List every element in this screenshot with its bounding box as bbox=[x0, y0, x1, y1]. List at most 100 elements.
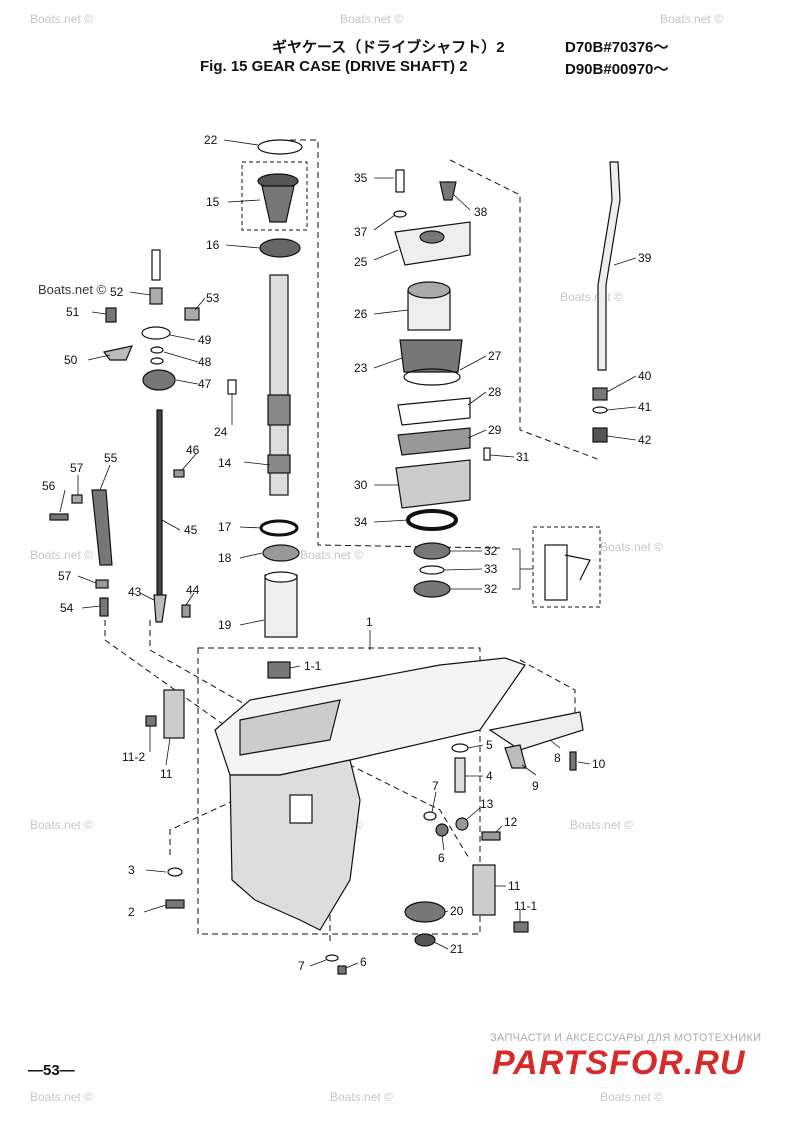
grommet-38 bbox=[439, 181, 457, 201]
callout-label: 26 bbox=[354, 307, 368, 321]
screw-12 bbox=[481, 831, 501, 841]
shift-rod-39 bbox=[597, 161, 621, 371]
shim-22 bbox=[257, 139, 303, 155]
bolt-10 bbox=[569, 751, 577, 771]
oil-seal-17 bbox=[259, 519, 299, 537]
gasket-29 bbox=[397, 427, 471, 456]
callout-label: 51 bbox=[66, 305, 80, 319]
tube-55 bbox=[91, 489, 113, 566]
callout-label: 11-2 bbox=[122, 750, 145, 764]
washer-7a bbox=[423, 811, 437, 821]
callout-label: 28 bbox=[488, 385, 502, 399]
callout-label: 34 bbox=[354, 515, 368, 529]
bevel-gear-teeth bbox=[261, 185, 295, 223]
watermark: Boats.net © bbox=[600, 1090, 663, 1104]
callout-label: 31 bbox=[516, 450, 530, 464]
callout-label: 53 bbox=[206, 291, 220, 305]
group-box-15 bbox=[241, 161, 308, 231]
part-52 bbox=[149, 287, 163, 305]
bushing-1-1 bbox=[267, 661, 291, 679]
callout-label: 24 bbox=[214, 425, 228, 439]
watermark: Boats.net © bbox=[30, 1090, 93, 1104]
callout-label: 8 bbox=[554, 751, 561, 765]
plate-28 bbox=[397, 397, 471, 426]
washer-5 bbox=[451, 743, 469, 753]
callout-label: 35 bbox=[354, 171, 368, 185]
callout-label: 11 bbox=[508, 879, 521, 893]
oil-seal-34 bbox=[406, 509, 458, 531]
callout-label: 1-1 bbox=[304, 659, 322, 673]
callout-label: 47 bbox=[198, 377, 212, 391]
callout-label: 2 bbox=[128, 905, 135, 919]
callout-label: 9 bbox=[532, 779, 539, 793]
anode-11 bbox=[163, 689, 185, 739]
callout-label: 19 bbox=[218, 618, 232, 632]
joint-42 bbox=[592, 427, 608, 443]
watermark: Boats.net © bbox=[38, 282, 107, 297]
callout-label: 22 bbox=[204, 133, 218, 147]
pump-case-30 bbox=[395, 459, 471, 509]
callout-label: 54 bbox=[60, 601, 74, 615]
callout-label: 38 bbox=[474, 205, 488, 219]
callout-label: 25 bbox=[354, 255, 368, 269]
bolt-2 bbox=[165, 899, 185, 909]
shift-rod-45 bbox=[156, 409, 163, 601]
callout-label: 56 bbox=[42, 479, 56, 493]
callout-label: 41 bbox=[638, 400, 652, 414]
plug-6b bbox=[337, 965, 347, 975]
o-ring-48 bbox=[150, 357, 164, 365]
watermark: Boats.net © bbox=[600, 540, 663, 554]
washer-41 bbox=[592, 406, 608, 414]
anode-11b bbox=[472, 864, 496, 916]
brand-logo: PARTSFOR.RU bbox=[492, 1044, 746, 1082]
callout-label: 6 bbox=[438, 851, 445, 865]
bearing-16 bbox=[259, 238, 301, 258]
pin-46 bbox=[173, 469, 185, 478]
callout-label: 16 bbox=[206, 238, 220, 252]
callout-label: 50 bbox=[64, 353, 78, 367]
callout-label: 11 bbox=[160, 767, 173, 781]
callout-label: 33 bbox=[484, 562, 498, 576]
group-box-32 bbox=[532, 526, 601, 608]
bolt-11-1 bbox=[513, 921, 529, 933]
washer-3 bbox=[167, 867, 183, 877]
key-24 bbox=[227, 379, 237, 395]
group-box-1 bbox=[197, 647, 481, 935]
model-range-2: D90B#00970～ bbox=[565, 61, 669, 78]
callout-label: 57 bbox=[58, 569, 72, 583]
washer-7b bbox=[325, 954, 339, 962]
callout-label: 20 bbox=[450, 904, 464, 918]
bolt-11-2 bbox=[145, 715, 157, 727]
callout-label: 57 bbox=[70, 461, 84, 475]
clip-57b bbox=[95, 579, 109, 589]
watermark: Boats.net © bbox=[560, 290, 623, 304]
watermark: Boats.net © bbox=[30, 548, 93, 562]
part-53 bbox=[184, 307, 200, 321]
callout-label: 49 bbox=[198, 333, 212, 347]
model-range-1: D70B#70376～ bbox=[565, 39, 669, 56]
nut-40 bbox=[592, 387, 608, 401]
callout-label: 12 bbox=[504, 815, 518, 829]
plug-6a bbox=[435, 823, 449, 837]
figure-title-japanese: ギヤケース（ドライブシャフト）2 bbox=[272, 39, 505, 56]
callout-label: 7 bbox=[432, 779, 439, 793]
page-number: —53— bbox=[28, 1062, 75, 1079]
watermark: Boats.net © bbox=[330, 1090, 393, 1104]
callout-label: 32 bbox=[484, 582, 498, 596]
callout-label: 5 bbox=[486, 738, 493, 752]
part-54 bbox=[99, 597, 109, 617]
watermark: Boats.net © bbox=[30, 818, 93, 832]
sleeve-19 bbox=[264, 574, 298, 638]
callout-label: 37 bbox=[354, 225, 368, 239]
callout-label: 23 bbox=[354, 361, 368, 375]
bearing-32a bbox=[413, 542, 451, 560]
callout-label: 11-1 bbox=[514, 899, 537, 913]
watermark: Boats.net © bbox=[30, 12, 93, 26]
callout-label: 46 bbox=[186, 443, 200, 457]
watermark: Boats.net © bbox=[570, 818, 633, 832]
pinion-gear-20 bbox=[404, 901, 446, 923]
callout-label: 32 bbox=[484, 544, 498, 558]
callout-label: 7 bbox=[298, 959, 305, 973]
washer-33 bbox=[419, 565, 445, 575]
